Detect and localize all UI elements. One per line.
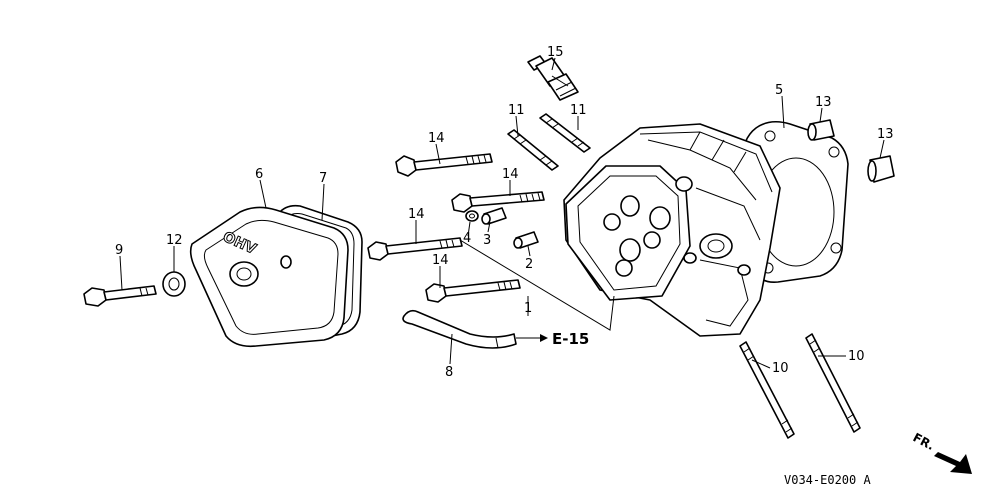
stud-bolt-11b[interactable] bbox=[539, 113, 591, 153]
dowel-pin-2[interactable] bbox=[513, 231, 539, 249]
callout-7: 7 bbox=[319, 171, 327, 186]
callout-13-upper: 13 bbox=[815, 95, 832, 110]
callout-4: 4 bbox=[463, 231, 471, 246]
callout-11-right: 11 bbox=[570, 103, 587, 118]
section-reference-e15: E-15 bbox=[552, 330, 589, 348]
callout-8: 8 bbox=[445, 365, 453, 380]
callout-10-left: 10 bbox=[772, 361, 789, 376]
callout-5: 5 bbox=[775, 83, 783, 98]
front-label: FR. bbox=[911, 430, 937, 453]
washer-4[interactable] bbox=[465, 210, 479, 222]
stud-bolt-11a[interactable] bbox=[507, 129, 559, 171]
callouts: 15 11 11 5 13 13 14 14 14 14 6 7 4 3 2 1… bbox=[115, 45, 894, 380]
callout-12: 12 bbox=[166, 233, 183, 248]
head-cover[interactable]: OHV bbox=[189, 206, 349, 348]
dowel-pin-3[interactable] bbox=[481, 207, 507, 225]
flange-bolt-14d[interactable] bbox=[425, 279, 521, 303]
stud-bolt-10b[interactable] bbox=[805, 333, 861, 433]
dowel-pin-13a[interactable] bbox=[807, 119, 835, 141]
callout-11-left: 11 bbox=[508, 103, 525, 118]
flange-bolt-14a[interactable] bbox=[395, 153, 493, 177]
dowel-pin-13b[interactable] bbox=[867, 155, 895, 183]
callout-14-top: 14 bbox=[428, 131, 445, 146]
leader-lines bbox=[119, 57, 885, 369]
callout-14-bottom: 14 bbox=[432, 253, 449, 268]
flange-bolt-14c[interactable] bbox=[367, 237, 463, 261]
breather-tube[interactable] bbox=[402, 309, 517, 349]
callout-14-mid: 14 bbox=[502, 167, 519, 182]
callout-2: 2 bbox=[525, 257, 533, 272]
callout-6: 6 bbox=[255, 167, 263, 182]
callout-10-right: 10 bbox=[848, 349, 865, 364]
callout-3: 3 bbox=[483, 233, 491, 248]
callout-13-lower: 13 bbox=[877, 127, 894, 142]
drawing-code: V034-E0200 A bbox=[784, 473, 871, 487]
front-direction-indicator: FR. bbox=[911, 430, 972, 474]
callout-15: 15 bbox=[547, 45, 564, 60]
stud-bolt-10a[interactable] bbox=[739, 341, 795, 439]
front-arrow-icon bbox=[934, 452, 972, 474]
callout-14-left: 14 bbox=[408, 207, 425, 222]
callout-1: 1 bbox=[524, 301, 532, 316]
cylinder-head[interactable] bbox=[563, 123, 781, 337]
spark-plug[interactable] bbox=[527, 55, 579, 101]
callout-9: 9 bbox=[115, 243, 123, 258]
sealing-washer[interactable] bbox=[162, 271, 186, 297]
flange-bolt-14b[interactable] bbox=[451, 191, 545, 213]
cover-bolt[interactable] bbox=[83, 285, 157, 307]
